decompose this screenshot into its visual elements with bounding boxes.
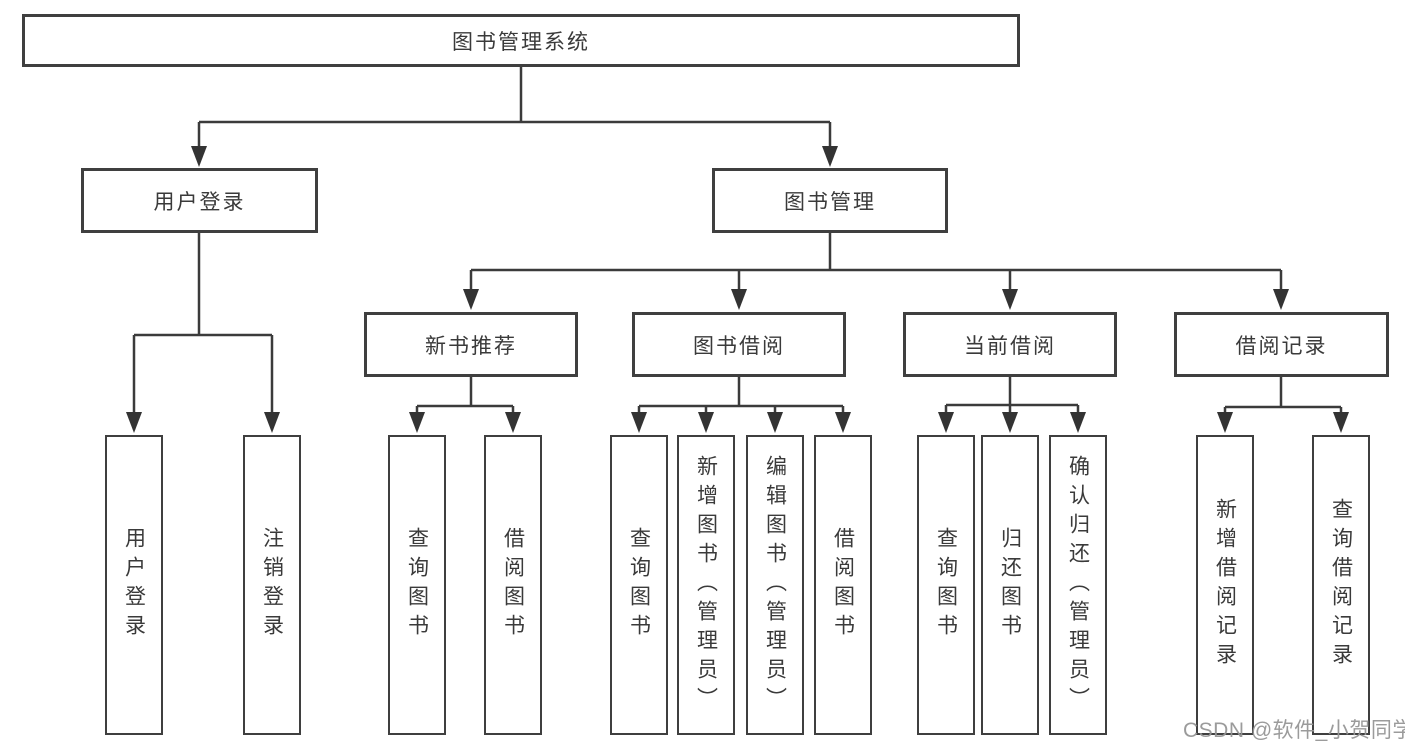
node-new-book-recommend: 新书推荐 bbox=[364, 312, 578, 377]
node-book-management: 图书管理 bbox=[712, 168, 948, 233]
leaf-borrow-query-books: 查询图书 bbox=[610, 435, 668, 735]
csdn-watermark: CSDN @软件_小贺同学 bbox=[1183, 719, 1405, 742]
leaf-logout: 注销登录 bbox=[243, 435, 301, 735]
leaf-confirm-return-admin: 确认归还（管理员） bbox=[1049, 435, 1107, 735]
node-current-borrow: 当前借阅 bbox=[903, 312, 1117, 377]
leaf-user-login: 用户登录 bbox=[105, 435, 163, 735]
leaf-edit-books-admin: 编辑图书（管理员） bbox=[746, 435, 804, 735]
leaf-add-books-admin: 新增图书（管理员） bbox=[677, 435, 735, 735]
leaf-query-borrow-record: 查询借阅记录 bbox=[1312, 435, 1370, 735]
node-user-login: 用户登录 bbox=[81, 168, 318, 233]
leaf-borrow-books: 借阅图书 bbox=[814, 435, 872, 735]
node-root: 图书管理系统 bbox=[22, 14, 1020, 67]
node-borrow-records: 借阅记录 bbox=[1174, 312, 1389, 377]
leaf-return-books: 归还图书 bbox=[981, 435, 1039, 735]
leaf-recommend-query-books: 查询图书 bbox=[388, 435, 446, 735]
node-book-borrow: 图书借阅 bbox=[632, 312, 846, 377]
leaf-recommend-borrow-books: 借阅图书 bbox=[484, 435, 542, 735]
leaf-add-borrow-record: 新增借阅记录 bbox=[1196, 435, 1254, 735]
leaf-current-query-books: 查询图书 bbox=[917, 435, 975, 735]
